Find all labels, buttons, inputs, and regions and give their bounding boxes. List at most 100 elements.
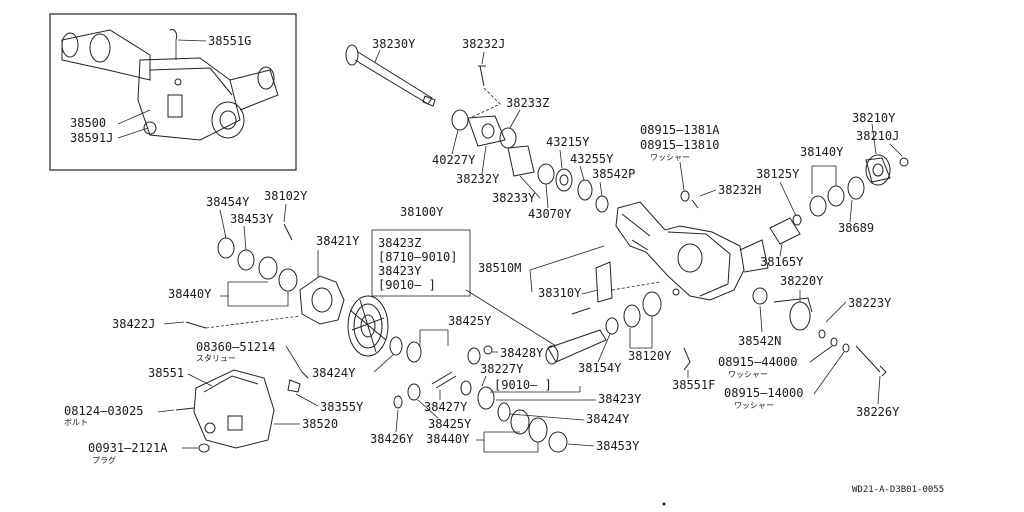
part-label-08124-03025: 08124—03025	[64, 404, 143, 418]
bearing-43215Y	[555, 168, 573, 192]
seal-38542P	[595, 195, 609, 213]
part-label-38551G: 38551G	[208, 34, 251, 48]
part-label-38120Y: 38120Y	[628, 349, 672, 363]
part-label-38100Y: 38100Y	[400, 205, 444, 219]
note-washer-3: ワッシャー	[734, 401, 774, 410]
part-label-38427Y: 38427Y	[424, 400, 468, 414]
part-label-08915-14000: 08915—14000	[724, 386, 803, 400]
rear-cover-drawing	[193, 369, 275, 449]
part-label-38230Y: 38230Y	[372, 37, 416, 51]
plug-00931	[198, 443, 210, 453]
part-label-38520: 38520	[302, 417, 338, 431]
part-label-08915-1381A: 08915—1381A	[640, 123, 720, 137]
part-label-38424Y-a: 38424Y	[312, 366, 356, 380]
part-label-38542N: 38542N	[738, 334, 781, 348]
flange-38220Y	[789, 301, 811, 331]
washer-38454Y	[217, 237, 235, 259]
washer-08915-44000	[830, 337, 838, 347]
part-label-38551: 38551	[148, 366, 184, 380]
carrier-housing-drawing	[615, 201, 769, 301]
part-label-43070Y: 43070Y	[528, 207, 572, 221]
plug-38551F	[683, 347, 691, 371]
part-label-38355Y: 38355Y	[320, 400, 364, 414]
part-label-38422J: 38422J	[112, 317, 155, 331]
part-label-38232Y: 38232Y	[456, 172, 500, 186]
pinion-mate-lower	[407, 383, 421, 401]
gasket-38233Y	[507, 145, 535, 177]
part-label-38424Y-b: 38424Y	[586, 412, 630, 426]
part-label-38220Y: 38220Y	[780, 274, 824, 288]
part-label-38140Y: 38140Y	[800, 145, 844, 159]
part-label-38423Z: 38423Z	[378, 236, 421, 250]
part-label-38423Y-a: 38423Y	[378, 264, 422, 278]
part-label-38154Y: 38154Y	[578, 361, 622, 375]
part-label-38510M: 38510M	[478, 261, 521, 275]
part-label-00931-2121A: 00931—2121A	[88, 441, 168, 455]
part-label-38165Y: 38165Y	[760, 255, 804, 269]
part-label-38125Y: 38125Y	[756, 167, 800, 181]
part-label-38425Y-a: 38425Y	[448, 314, 492, 328]
part-label-38223Y: 38223Y	[848, 296, 892, 310]
part-label-38232J: 38232J	[462, 37, 505, 51]
leader-38500	[117, 109, 151, 139]
washer-38428Y	[483, 345, 493, 355]
bolt-38226Y	[855, 345, 887, 377]
part-label-38423Y-b: 38423Y	[598, 392, 642, 406]
shim-38310Y	[595, 261, 613, 303]
bearing-38440Y-a	[258, 256, 278, 280]
ring-gear-drawing	[347, 295, 389, 357]
note-bolt: ボルト	[64, 418, 88, 427]
part-label-38233Z: 38233Z	[506, 96, 549, 110]
part-label-38454Y: 38454Y	[206, 195, 250, 209]
part-label-9010-b: [9010— ]	[494, 378, 552, 392]
sleeve-38165Y	[769, 217, 801, 245]
inset-frame	[49, 13, 297, 171]
bearing-38140Y	[847, 176, 865, 200]
part-label-43215Y: 43215Y	[546, 135, 590, 149]
washer-38223Y	[818, 329, 826, 339]
assembled-differential-drawing	[61, 29, 279, 141]
part-label-38689: 38689	[838, 221, 874, 235]
bolt-38102Y	[283, 223, 293, 241]
part-label-38440Y-a: 38440Y	[168, 287, 212, 301]
bolt-38232H	[691, 199, 699, 209]
part-label-43255Y: 43255Y	[570, 152, 614, 166]
axle-shaft-drawing	[345, 44, 436, 107]
part-label-38232H: 38232H	[718, 183, 761, 197]
bolt-38422J	[185, 321, 207, 329]
drive-pinion-drawing	[545, 329, 607, 365]
part-label-38102Y: 38102Y	[264, 189, 308, 203]
part-label-38227Y: 38227Y	[480, 362, 524, 376]
part-label-38226Y: 38226Y	[856, 405, 900, 419]
part-label-8710-9010: [8710—9010]	[378, 250, 457, 264]
part-label-38453Y-b: 38453Y	[596, 439, 640, 453]
bearing-43255Y	[577, 179, 593, 201]
part-label-38233Y: 38233Y	[492, 191, 536, 205]
pinion-shaft-38427Y	[431, 371, 457, 389]
bracket-38355Y	[287, 379, 301, 393]
part-label-38428Y: 38428Y	[500, 346, 544, 360]
part-label-38210Y: 38210Y	[852, 111, 896, 125]
diff-case-drawing	[299, 275, 345, 325]
bearing-38440Y-b	[510, 409, 530, 435]
seal-38542N	[752, 287, 768, 305]
diagram-code: WD21-A-D3B01-0055	[852, 485, 944, 495]
part-label-38591J: 38591J	[70, 131, 113, 145]
nut-38210J	[899, 157, 909, 167]
part-label-38210J: 38210J	[856, 129, 899, 143]
pinion-mate-38425Y	[406, 341, 422, 363]
flange-38210Y	[865, 154, 891, 186]
thrust-washer-38424Y	[389, 336, 403, 356]
bearing-38120Y	[623, 304, 641, 328]
note-washer-2: ワッシャー	[728, 370, 768, 379]
note-plug: プラグ	[92, 455, 116, 465]
screw-08360	[301, 371, 309, 379]
part-label-38426Y: 38426Y	[370, 432, 414, 446]
washer-38453Y-a	[237, 249, 255, 271]
part-label-08915-44000: 08915—44000	[718, 355, 797, 369]
part-label-08360-51214: 08360—51214	[196, 340, 275, 354]
gasket-38233Z	[499, 127, 517, 149]
part-label-38310Y: 38310Y	[538, 286, 582, 300]
